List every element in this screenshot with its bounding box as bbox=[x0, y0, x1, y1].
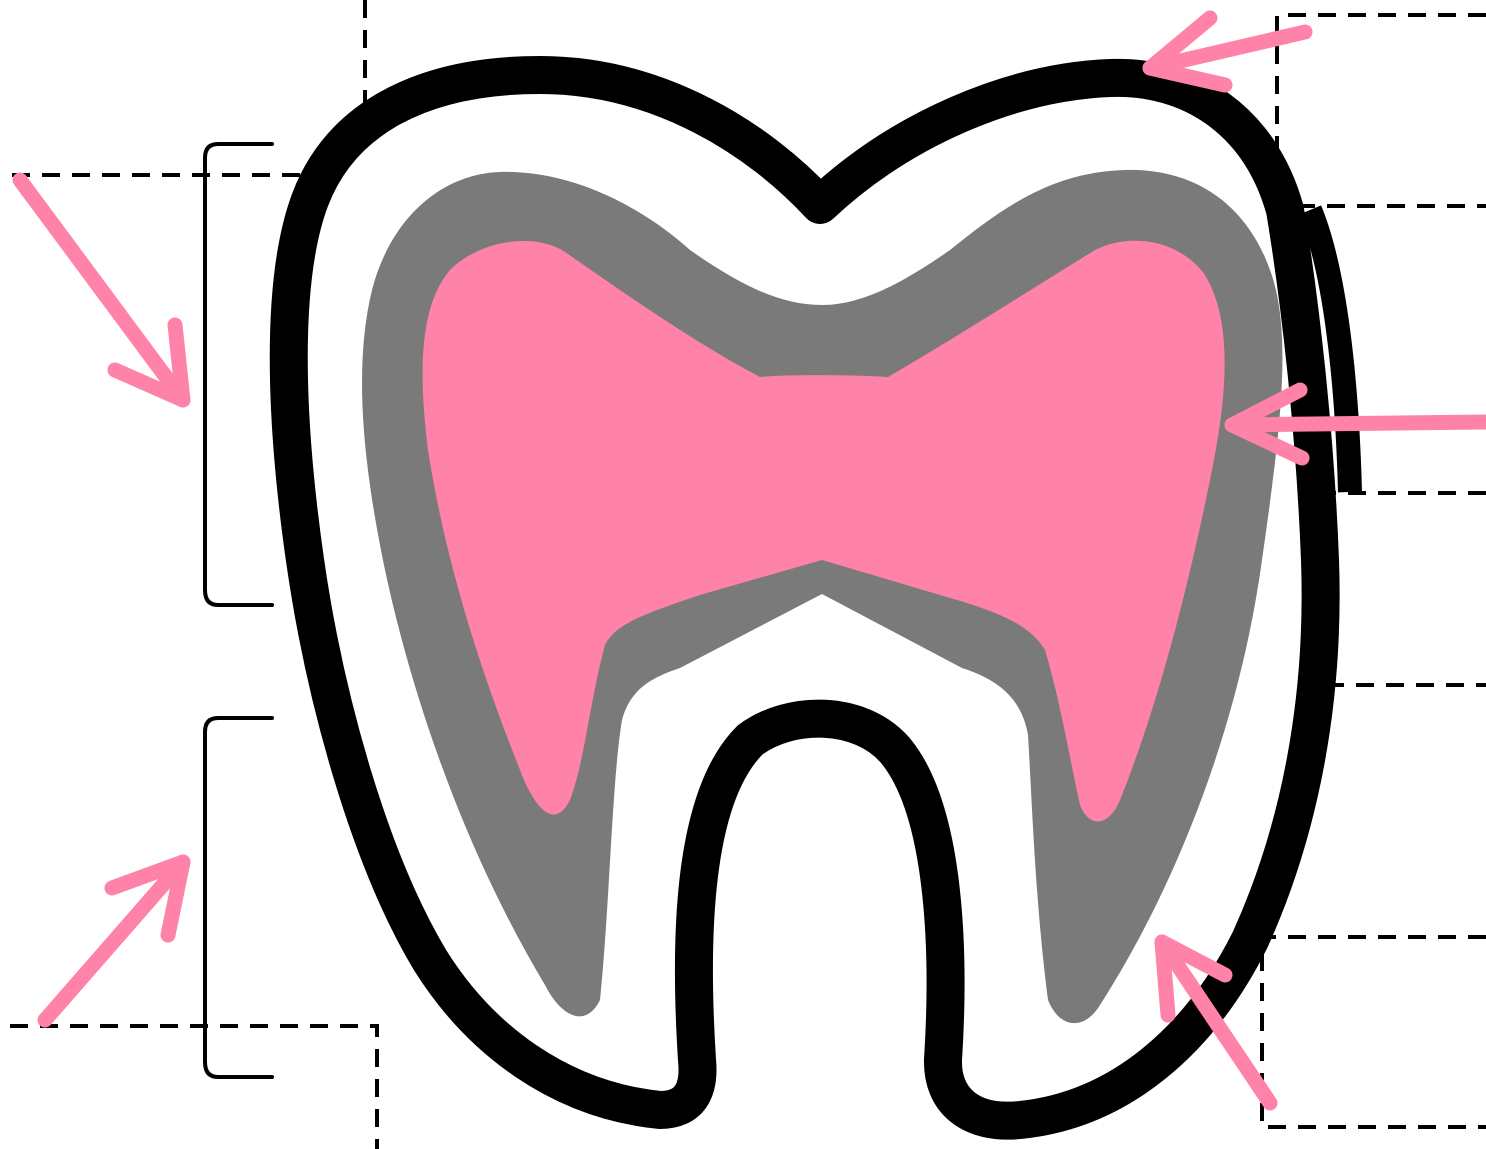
arrow-enamel bbox=[1150, 18, 1305, 85]
label-box-top-right[interactable] bbox=[1277, 15, 1486, 206]
arrow-root bbox=[45, 862, 183, 1020]
label-box-right-lower[interactable] bbox=[1262, 937, 1486, 1127]
arrow-crown bbox=[20, 180, 183, 400]
brackets bbox=[205, 144, 272, 1077]
crown-bracket bbox=[205, 144, 272, 605]
label-box-top-left[interactable] bbox=[10, 0, 365, 175]
root-bracket bbox=[205, 718, 272, 1077]
label-box-bottom-left[interactable] bbox=[10, 1026, 377, 1149]
